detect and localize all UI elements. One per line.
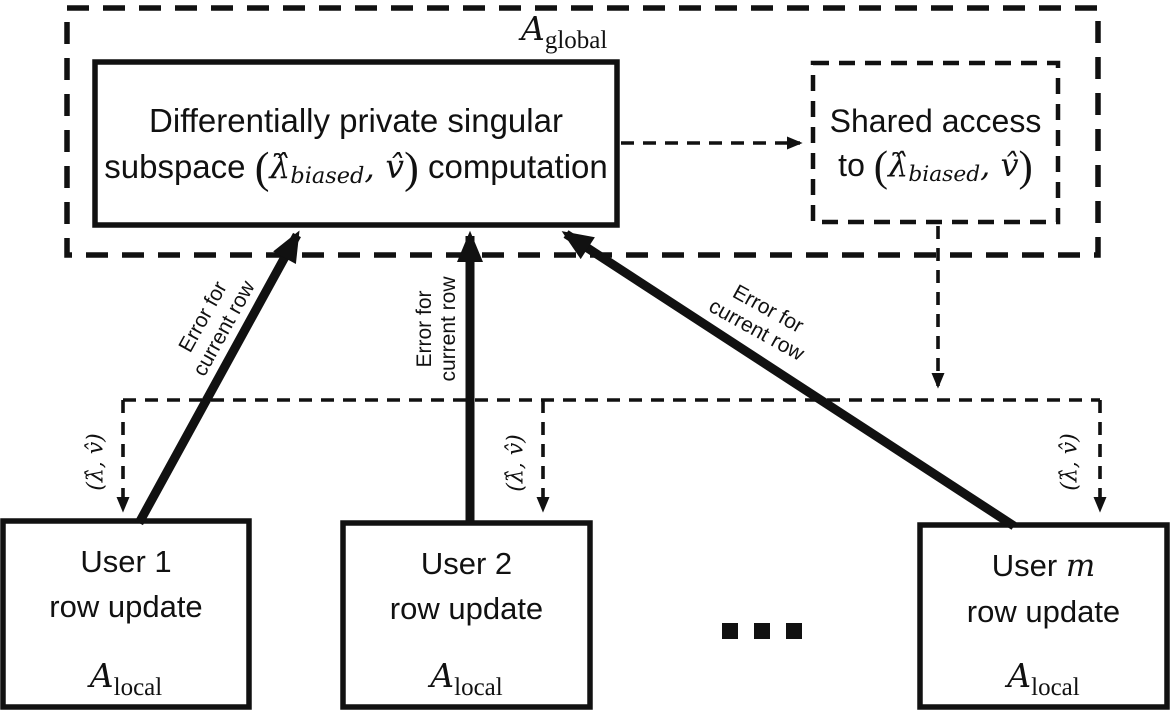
close-paren: ) xyxy=(1018,142,1033,190)
lambda-subscript: biased xyxy=(908,161,981,187)
local-subscript: local xyxy=(113,674,163,701)
ellipsis-dot xyxy=(754,623,770,639)
shared-line-2: to (λ̂biased, v̂) xyxy=(838,142,1033,190)
user-word: User xyxy=(420,546,495,581)
user-m-box-border xyxy=(917,522,1170,710)
user-id: 1 xyxy=(154,544,172,579)
error-arrow-user-1 xyxy=(135,230,301,526)
user-1-box: User 1 row update Alocal xyxy=(3,521,249,707)
separator: , xyxy=(364,146,386,186)
open-paren: ( xyxy=(873,142,889,190)
v-hat-symbol: v̂ xyxy=(385,146,405,186)
user-m-title: User m xyxy=(992,543,1095,589)
params-label-user-2: (λ̂, v̂) xyxy=(503,434,529,492)
error-label-line-2: current row xyxy=(437,276,460,382)
computation-line2-post: computation xyxy=(418,147,608,185)
params-label-user-1: (λ̂, v̂) xyxy=(83,433,109,491)
user-2-title: User 2 xyxy=(421,541,512,586)
user-1-algorithm-label: Alocal xyxy=(90,657,162,707)
global-group-label: Aglobal xyxy=(521,12,608,58)
user-word: User xyxy=(991,548,1066,583)
user-1-subtitle: row update xyxy=(49,589,203,624)
v-hat-symbol: v̂ xyxy=(1000,145,1019,184)
shared-access-box-border xyxy=(810,60,1061,225)
user-word: User xyxy=(80,544,155,579)
user-id: 2 xyxy=(494,546,513,581)
error-label-line-1: Error for xyxy=(413,290,436,368)
error-label-user-2: Error for current row xyxy=(413,276,461,381)
local-subscript: local xyxy=(454,674,503,701)
user-m-subtitle: row update xyxy=(966,594,1121,629)
user-1-title: User 1 xyxy=(80,539,171,584)
local-subscript: local xyxy=(1031,674,1080,701)
script-a-symbol: A xyxy=(89,656,114,695)
computation-line-2: subspace (λ̂biased, v̂) computation xyxy=(104,142,608,192)
global-group-border xyxy=(64,5,1101,258)
error-arrow-user-m xyxy=(561,230,1017,530)
lambda-subscript: biased xyxy=(290,162,365,189)
user-m-algorithm-label: Alocal xyxy=(1007,657,1079,707)
script-a-symbol: A xyxy=(430,656,455,695)
lambda-hat-symbol: λ̂ xyxy=(888,145,909,184)
computation-box: Differentially private singular subspace… xyxy=(95,62,617,225)
params-label-user-m: (λ̂, v̂) xyxy=(1057,433,1083,491)
shared-line2-pre: to xyxy=(838,146,874,183)
shared-access-box: Shared access to (λ̂biased, v̂) xyxy=(813,63,1058,222)
close-paren: ) xyxy=(404,142,419,192)
script-a-symbol: A xyxy=(1007,656,1032,695)
ellipsis-dot xyxy=(722,623,738,639)
computation-line2-pre: subspace xyxy=(104,147,255,185)
open-paren: ( xyxy=(254,142,270,192)
user-id: m xyxy=(1065,548,1096,584)
user-m-box: User m row update Alocal xyxy=(920,525,1167,707)
user-2-subtitle: row update xyxy=(389,591,544,626)
shared-line-1: Shared access xyxy=(829,102,1042,139)
user-1-box-border xyxy=(0,518,252,710)
global-subscript: global xyxy=(544,27,608,54)
user-2-box: User 2 row update Alocal xyxy=(343,523,590,707)
computation-box-border xyxy=(92,59,620,228)
computation-line-1: Differentially private singular xyxy=(149,101,563,139)
script-a-symbol: A xyxy=(521,9,545,48)
separator: , xyxy=(980,145,1001,184)
user-2-algorithm-label: Alocal xyxy=(430,657,502,707)
lambda-hat-symbol: λ̂ xyxy=(269,146,291,186)
ellipsis-dot xyxy=(786,623,802,639)
